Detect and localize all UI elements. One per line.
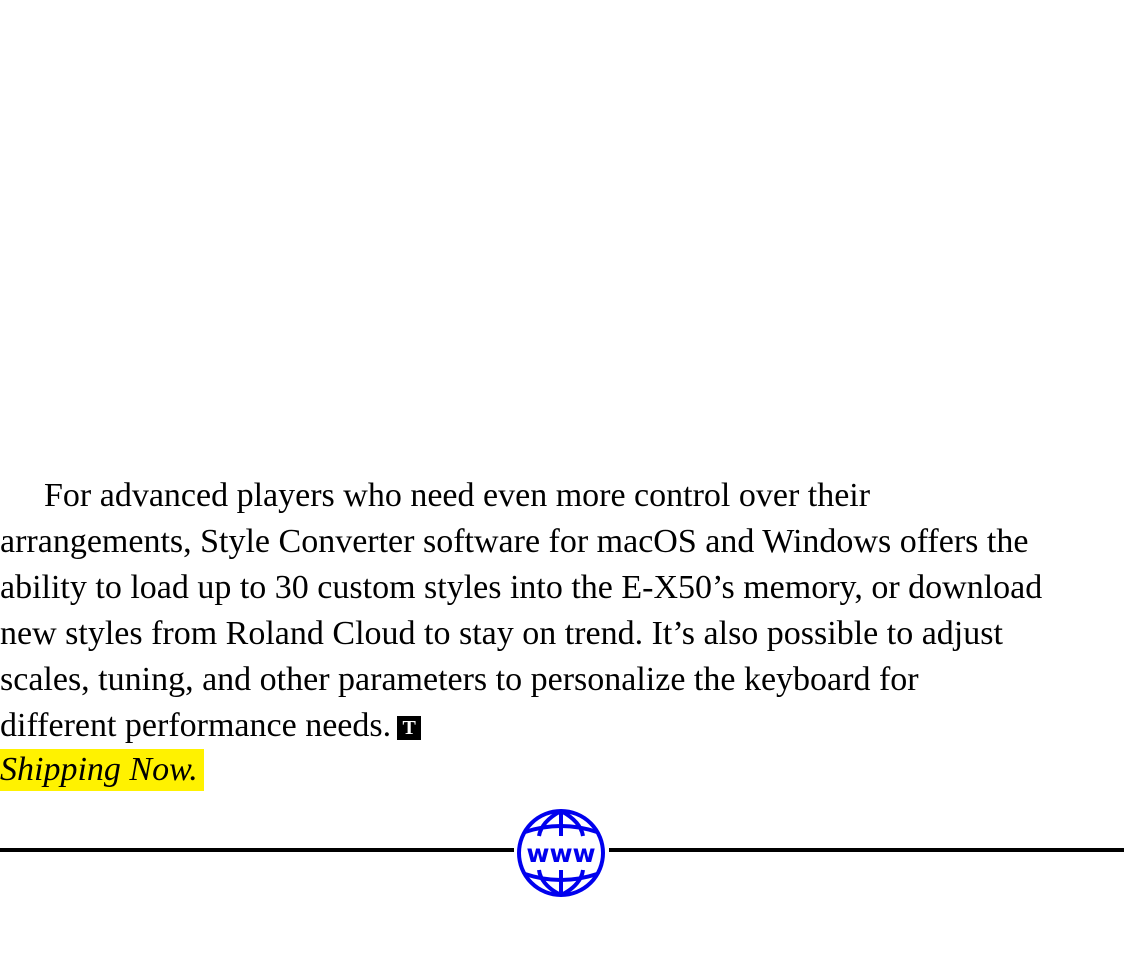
paragraph-line: For advanced players who need even more … (44, 477, 871, 514)
paragraph-line: ability to load up to 30 custom styles i… (0, 569, 1043, 606)
paragraph-line: scales, tuning, and other parameters to … (0, 661, 919, 698)
divider-right (609, 848, 1124, 852)
globe-www-text: www (526, 839, 595, 868)
divider-left (0, 848, 514, 852)
paragraph-line-text: different performance needs. (0, 707, 392, 744)
paragraph-line-last: different performance needs.T (0, 703, 1124, 749)
article-paragraph: For advanced players who need even more … (0, 473, 1124, 749)
paragraph-line: new styles from Roland Cloud to stay on … (0, 615, 1003, 652)
paragraph-line: arrangements, Style Converter software f… (0, 523, 1029, 560)
end-of-article-icon: T (397, 716, 422, 740)
globe-www-icon[interactable]: www (516, 808, 606, 898)
shipping-status: Shipping Now. (0, 749, 204, 791)
